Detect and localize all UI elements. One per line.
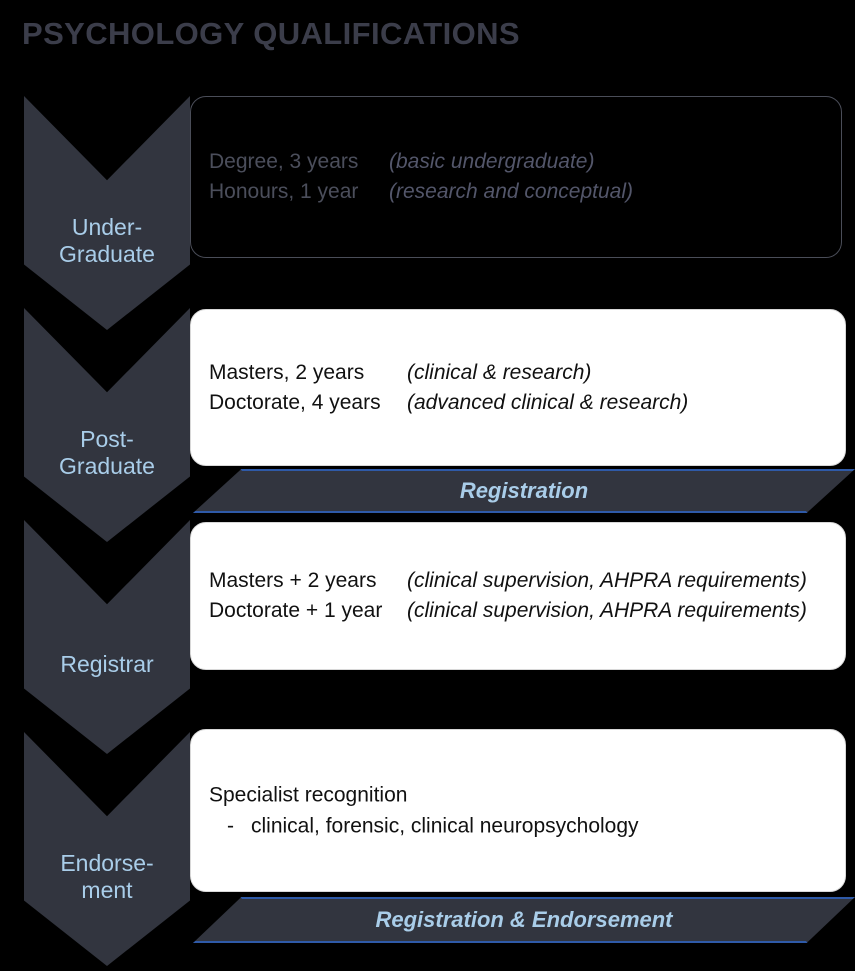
line-term: Masters, 2 years xyxy=(209,360,365,384)
band-label-registration-endorsement: Registration & Endorsement xyxy=(375,907,673,932)
line-note: (clinical & research) xyxy=(407,360,592,384)
box-lines-undergraduate: Degree, 3 years (basic undergraduate) Ho… xyxy=(209,147,833,207)
box-heading-line: Specialist recognition xyxy=(209,779,837,811)
line-note: (research and conceptual) xyxy=(389,180,633,203)
band-label-registration: Registration xyxy=(459,478,589,503)
chevron-stage-postgraduate[interactable]: Post- Graduate xyxy=(24,308,190,542)
line-note: (clinical supervision, AHPRA requirement… xyxy=(407,568,807,592)
endorsement-bullet: clinical, forensic, clinical neuropsycho… xyxy=(251,814,639,838)
band-registration[interactable]: Registration xyxy=(193,469,855,513)
chevron-stage-endorsement[interactable]: Endorse- ment xyxy=(24,732,190,966)
content-box-registrar[interactable]: Masters + 2 years (clinical supervision,… xyxy=(190,522,846,670)
chevron-stage-undergraduate[interactable]: Under- Graduate xyxy=(24,96,190,330)
box-lines-registrar: Masters + 2 years (clinical supervision,… xyxy=(209,566,837,626)
line-term: Honours, 1 year xyxy=(209,180,359,203)
chevron-label-postgraduate: Post- Graduate xyxy=(59,425,155,479)
box-line: Doctorate + 1 year (clinical supervision… xyxy=(209,596,837,626)
line-note: (basic undergraduate) xyxy=(389,149,595,173)
line-note: (clinical supervision, AHPRA requirement… xyxy=(407,599,807,622)
box-line: Degree, 3 years (basic undergraduate) xyxy=(209,147,833,177)
content-box-postgraduate[interactable]: Masters, 2 years (clinical & research) D… xyxy=(190,309,846,466)
line-term: Degree, 3 years xyxy=(209,149,359,173)
box-line: Doctorate, 4 years (advanced clinical & … xyxy=(209,388,837,418)
line-term: Doctorate, 4 years xyxy=(209,390,381,414)
line-term: Masters + 2 years xyxy=(209,568,377,592)
line-note: (advanced clinical & research) xyxy=(407,390,689,414)
line-term: Doctorate + 1 year xyxy=(209,599,383,622)
box-lines-postgraduate: Masters, 2 years (clinical & research) D… xyxy=(209,357,837,417)
chevron-label-registrar: Registrar xyxy=(60,651,154,678)
box-lines-endorsement: Specialist recognition - clinical, foren… xyxy=(209,779,837,842)
chevron-stage-registrar[interactable]: Registrar xyxy=(24,520,190,754)
page-title: PSYCHOLOGY QUALIFICATIONS xyxy=(22,16,520,51)
box-line: Masters, 2 years (clinical & research) xyxy=(209,357,837,387)
chevron-label-undergraduate: Under- Graduate xyxy=(59,213,155,267)
band-registration-endorsement[interactable]: Registration & Endorsement xyxy=(193,897,855,943)
content-box-undergraduate[interactable]: Degree, 3 years (basic undergraduate) Ho… xyxy=(190,96,842,258)
endorsement-heading: Specialist recognition xyxy=(209,783,408,806)
bullet-dash-icon: - xyxy=(227,814,234,838)
box-line: Honours, 1 year (research and conceptual… xyxy=(209,177,833,207)
box-bullet-line: - clinical, forensic, clinical neuropsyc… xyxy=(209,811,837,843)
chevron-label-endorsement: Endorse- ment xyxy=(60,849,154,903)
box-line: Masters + 2 years (clinical supervision,… xyxy=(209,566,837,596)
content-box-endorsement[interactable]: Specialist recognition - clinical, foren… xyxy=(190,729,846,892)
